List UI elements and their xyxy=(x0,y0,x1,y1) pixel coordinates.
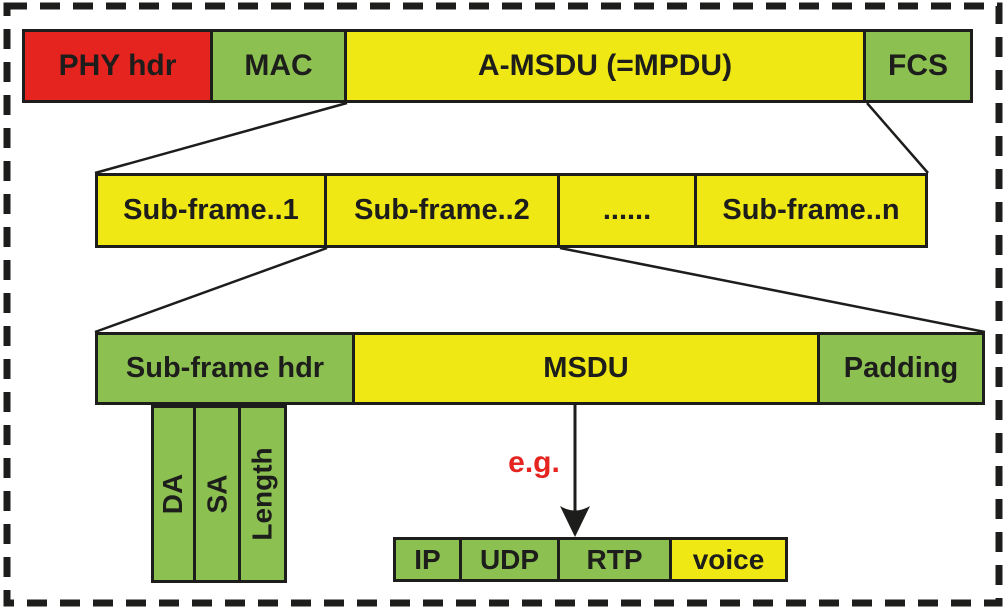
mac-box: MAC xyxy=(210,29,347,103)
rtp-label: RTP xyxy=(586,543,643,575)
phy-hdr-label: PHY hdr xyxy=(58,49,177,82)
length-field-label: Length xyxy=(246,447,278,541)
subframe-n-box: Sub-frame..n xyxy=(694,173,928,248)
subframe-hdr-fields: DA SA Length xyxy=(151,405,287,583)
expand-line-mpdu-right xyxy=(866,102,929,174)
rtp-box: RTP xyxy=(557,537,672,582)
subframe-2-label: Sub-frame..2 xyxy=(354,194,530,226)
example-label: e.g. xyxy=(508,446,560,479)
ip-box: IP xyxy=(393,537,462,582)
subframe-detail-row: Sub-frame hdr MSDU Padding xyxy=(95,332,985,405)
subframes-row: Sub-frame..1 Sub-frame..2 ...... Sub-fra… xyxy=(95,173,928,248)
subframe-2-box: Sub-frame..2 xyxy=(324,173,560,248)
ip-label: IP xyxy=(414,543,441,575)
subframe-ellipsis-box: ...... xyxy=(557,173,697,248)
fcs-box: FCS xyxy=(863,29,973,103)
subframe-ellipsis-label: ...... xyxy=(602,194,652,226)
sa-field-label: SA xyxy=(201,474,232,514)
msdu-label: MSDU xyxy=(543,352,629,384)
subframe-hdr-label: Sub-frame hdr xyxy=(125,352,325,384)
udp-box: UDP xyxy=(459,537,560,582)
voice-box: voice xyxy=(669,537,788,582)
padding-label: Padding xyxy=(843,352,959,384)
voice-label: voice xyxy=(692,543,765,575)
da-field-label: DA xyxy=(157,473,189,515)
expand-line-subframe-right xyxy=(559,246,986,334)
amsdu-label: A-MSDU (=MPDU) xyxy=(477,49,733,82)
msdu-box: MSDU xyxy=(352,332,820,405)
da-field-box: DA xyxy=(151,405,196,583)
phy-hdr-box: PHY hdr xyxy=(22,29,213,103)
amsdu-box: A-MSDU (=MPDU) xyxy=(344,29,866,103)
subframe-n-label: Sub-frame..n xyxy=(722,194,900,226)
subframe-1-label: Sub-frame..1 xyxy=(123,194,299,226)
example-stack-row: IP UDP RTP voice xyxy=(393,537,788,582)
mac-label: MAC xyxy=(244,49,313,82)
mpdu-row: PHY hdr MAC A-MSDU (=MPDU) FCS xyxy=(22,29,973,103)
subframe-hdr-box: Sub-frame hdr xyxy=(95,332,355,405)
sa-field-box: SA xyxy=(193,405,241,583)
expand-line-subframe-left xyxy=(94,246,328,334)
fcs-label: FCS xyxy=(888,49,948,82)
msdu-example-arrowhead xyxy=(560,506,590,537)
dashed-border xyxy=(3,2,1003,607)
udp-label: UDP xyxy=(479,543,540,575)
length-field-box: Length xyxy=(238,405,287,583)
expand-line-mpdu-left xyxy=(94,101,348,175)
subframe-1-box: Sub-frame..1 xyxy=(95,173,327,248)
padding-box: Padding xyxy=(817,332,985,405)
